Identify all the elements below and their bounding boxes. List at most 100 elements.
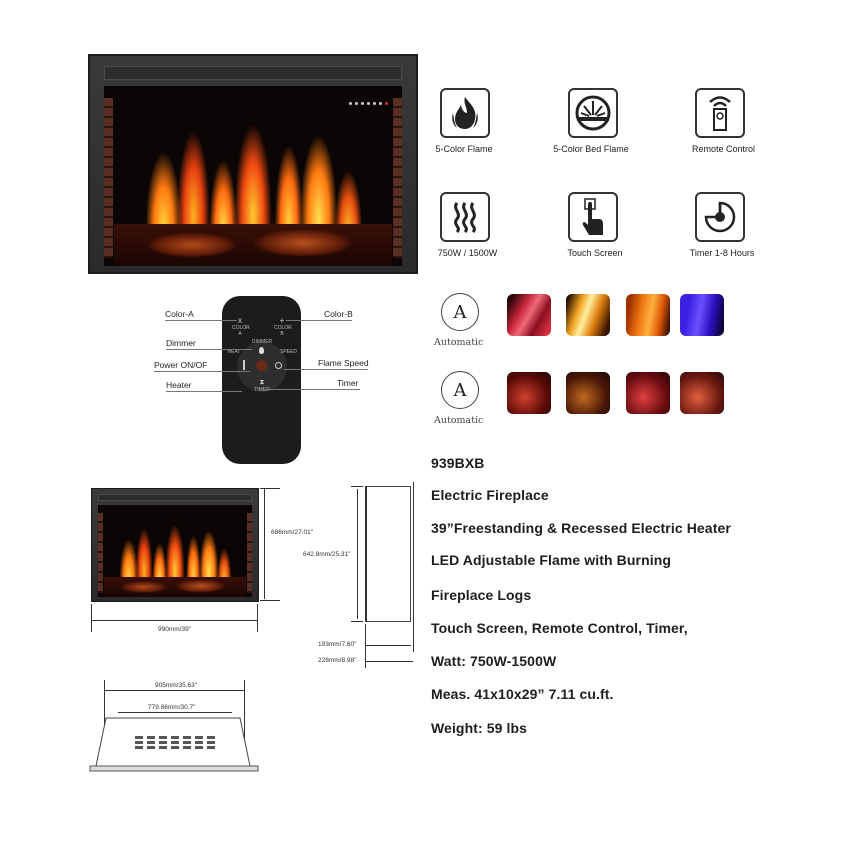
feature-label: 5-Color Flame	[435, 144, 493, 154]
flame-color-swatch-4	[680, 294, 724, 336]
dimension-line	[357, 489, 358, 619]
spec-line: Fireplace Logs	[431, 587, 532, 603]
feature-label: Timer 1-8 Hours	[689, 248, 755, 258]
spec-line: Electric Fireplace	[431, 487, 549, 503]
flame-color-swatch-3	[626, 294, 670, 336]
feature-remote: Remote Control	[690, 88, 760, 154]
dimension-line	[366, 645, 411, 646]
dimension-line	[105, 690, 244, 691]
callout-line	[286, 320, 352, 321]
automatic-label: Automatic	[434, 337, 484, 348]
dimension-tick	[365, 624, 366, 668]
side-depth-inner-label: 193mm/7.60"	[318, 641, 357, 648]
automatic-a-icon: A	[441, 371, 479, 409]
side-front-panel	[413, 482, 414, 652]
callout-heater: Heater	[166, 380, 192, 390]
timer-icon	[695, 192, 745, 242]
timer-button: ⧗TIMER	[254, 379, 270, 393]
dimension-line	[366, 661, 413, 662]
touch-screen-icon	[568, 192, 618, 242]
feature-label: 5-Color Bed Flame	[553, 144, 629, 154]
fireplace-vent-strip	[98, 494, 252, 501]
power-button	[256, 360, 267, 371]
color-b-button: +COLOR B	[274, 316, 292, 337]
dimension-line	[118, 712, 232, 713]
dimension-line	[92, 620, 257, 621]
bed-color-swatch-2	[566, 372, 610, 414]
fireplace-vent-strip	[104, 66, 402, 80]
side-height-label: 642.8mm/25.31"	[303, 551, 351, 558]
bed-color-swatch-3	[626, 372, 670, 414]
callout-line	[284, 369, 368, 370]
dimmer-button-label: DIMMER	[251, 339, 273, 345]
fireplace-flames	[98, 505, 252, 597]
dimension-tick	[257, 604, 258, 632]
callout-line	[268, 389, 360, 390]
fireplace-side-dimension-image	[365, 486, 411, 622]
feature-label: Remote Control	[691, 144, 756, 154]
feature-label: Touch Screen	[567, 248, 623, 258]
flame-color-automatic: A Automatic	[434, 293, 490, 348]
callout-power: Power ON/OF	[154, 360, 208, 370]
brick-left	[104, 98, 113, 258]
spec-line: Watt: 750W-1500W	[431, 653, 557, 669]
speed-icon	[275, 362, 282, 369]
feature-wattage: 750W / 1500W	[435, 192, 505, 258]
dimension-tick	[91, 604, 92, 632]
spec-line: Touch Screen, Remote Control, Timer,	[431, 620, 688, 636]
dimension-tick	[351, 486, 363, 487]
fireplace-main-image	[88, 54, 418, 274]
bed-flame-icon	[568, 88, 618, 138]
top-inner-label: 779.86mm/30.7"	[148, 704, 196, 711]
dimension-tick	[351, 621, 363, 622]
dimension-tick	[260, 600, 280, 601]
dimension-tick	[244, 680, 245, 770]
fireplace-logs	[114, 224, 392, 266]
spec-line: LED Adjustable Flame with Burning	[431, 552, 672, 568]
brick-right	[393, 98, 402, 258]
flame-color-swatch-2	[566, 294, 610, 336]
top-outer-label: 905mm/35.63"	[155, 682, 198, 689]
heater-icon	[243, 360, 245, 370]
callout-line	[166, 349, 252, 350]
remote-control-icon	[695, 88, 745, 138]
control-indicator-dots	[346, 92, 388, 110]
feature-timer: Timer 1-8 Hours	[690, 192, 760, 258]
fireplace-logs	[104, 577, 246, 597]
callout-color-b: Color-B	[324, 309, 353, 319]
callout-dimmer: Dimmer	[166, 338, 196, 348]
front-width-label: 990mm/39"	[158, 626, 192, 633]
automatic-label: Automatic	[434, 415, 484, 426]
dimension-line	[264, 489, 265, 599]
model-number: 939BXB	[431, 455, 485, 471]
flame-color-swatch-1	[507, 294, 551, 336]
feature-flame: 5-Color Flame	[435, 88, 495, 154]
heat-button-label: HEAT	[227, 349, 241, 355]
dimension-tick	[260, 488, 280, 489]
bed-color-automatic: A Automatic	[434, 371, 490, 426]
callout-line	[165, 320, 237, 321]
feature-bed-flame: 5-Color Bed Flame	[553, 88, 630, 154]
callout-line	[154, 371, 250, 372]
speed-button-label: SPEED	[280, 349, 297, 355]
callout-color-a: Color-A	[165, 309, 194, 319]
brick-right	[247, 513, 252, 593]
heat-waves-icon	[440, 192, 490, 242]
callout-line	[166, 391, 242, 392]
flame-icon	[440, 88, 490, 138]
callout-flame-speed: Flame Speed	[318, 358, 369, 368]
fireplace-front-dimension-image	[91, 488, 259, 602]
fireplace-top-view-drawing	[89, 717, 259, 772]
brick-left	[98, 513, 103, 593]
feature-touch-screen: Touch Screen	[560, 192, 630, 258]
spec-line: Meas. 41x10x29” 7.11 cu.ft.	[431, 686, 614, 702]
bed-color-swatch-4	[680, 372, 724, 414]
bed-color-swatch-1	[507, 372, 551, 414]
dimmer-flame-icon	[259, 347, 264, 354]
callout-timer: Timer	[337, 378, 359, 388]
front-height-label: 686mm/27.01"	[271, 529, 314, 536]
spec-line: 39”Freestanding & Recessed Electric Heat…	[431, 520, 731, 536]
automatic-a-icon: A	[441, 293, 479, 331]
